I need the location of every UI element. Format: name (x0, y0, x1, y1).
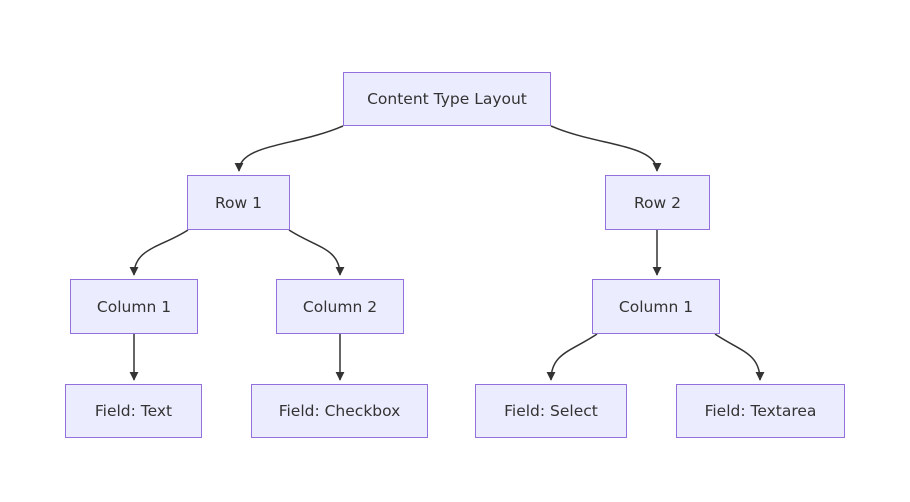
edge-column1-to-field-select (546, 333, 598, 381)
node-label: Content Type Layout (367, 90, 527, 108)
node-row-2: Row 2 (605, 175, 710, 230)
node-label: Field: Text (94, 402, 173, 420)
edge-root-to-row1 (234, 125, 344, 172)
node-label: Field: Textarea (704, 402, 817, 420)
node-label: Row 1 (214, 193, 263, 212)
node-row1-column-1: Column 1 (70, 279, 198, 334)
node-field-checkbox: Field: Checkbox (251, 384, 428, 438)
node-label: Column 2 (302, 297, 378, 316)
node-label: Column 1 (618, 297, 694, 316)
edge-row1-to-column1 (129, 229, 189, 276)
node-label: Field: Select (504, 402, 598, 420)
edge-column1-to-field-textarea (714, 333, 765, 381)
node-row-1: Row 1 (187, 175, 290, 230)
node-row2-column-1: Column 1 (592, 279, 720, 334)
node-field-select: Field: Select (475, 384, 627, 438)
node-row1-column-2: Column 2 (276, 279, 404, 334)
node-label: Field: Checkbox (278, 402, 401, 420)
node-field-text: Field: Text (65, 384, 202, 438)
edge-root-to-row2 (550, 125, 662, 172)
node-content-type-layout: Content Type Layout (343, 72, 551, 126)
node-label: Row 2 (633, 193, 682, 212)
node-field-textarea: Field: Textarea (676, 384, 845, 438)
edge-row1-to-column2 (288, 229, 345, 276)
node-label: Column 1 (96, 297, 172, 316)
